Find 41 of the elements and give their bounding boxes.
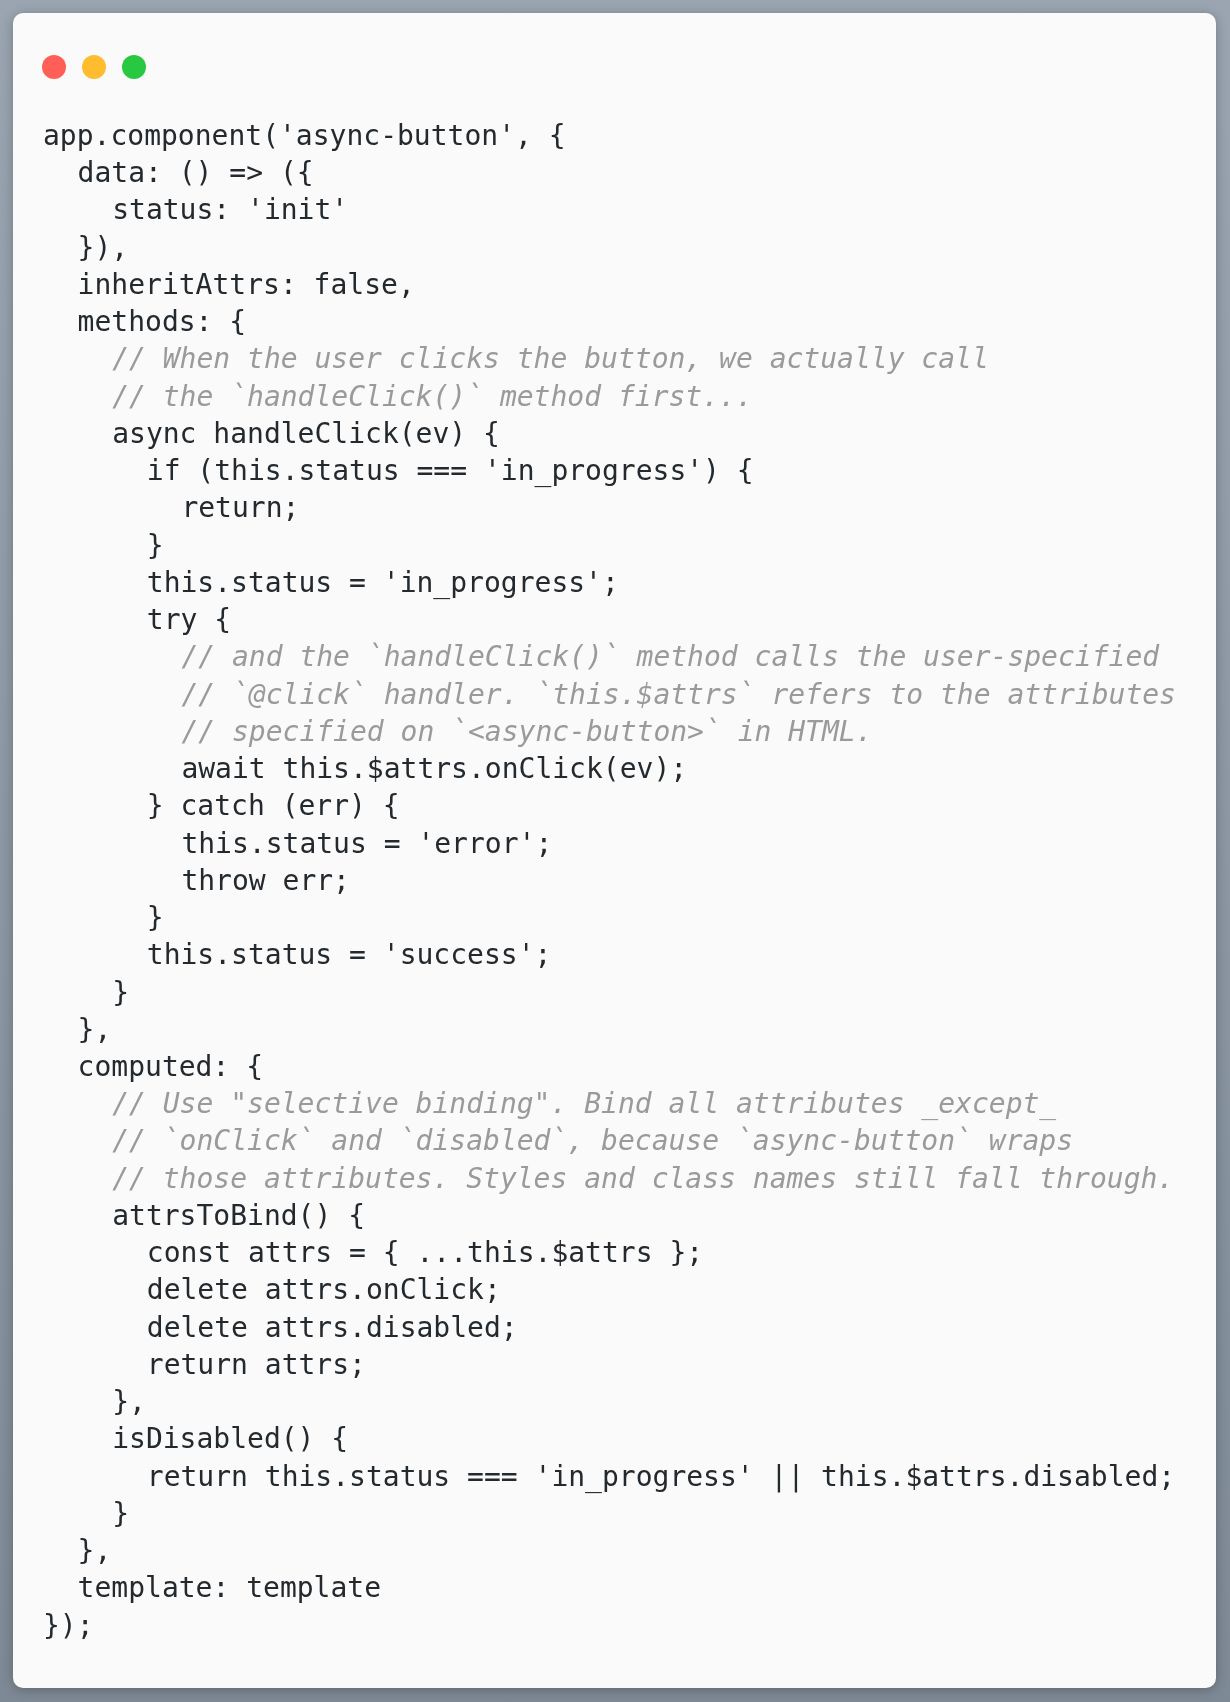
code-line: methods: { [77,304,247,341]
code-line: if (this.status === 'in_progress') { [146,453,754,490]
code-line: }, [77,1533,112,1570]
code-line: this.status = 'success'; [146,937,552,974]
code-line: } [112,1495,130,1532]
code-line: app.component('async-button', { [43,118,566,154]
code-line: async handleClick(ev) { [112,415,500,452]
code-line: inheritAttrs: false, [77,266,415,303]
code-line: computed: { [77,1049,264,1085]
code-comment: // those attributes. Styles and class names still fall through. [112,1160,1175,1197]
code-line: } catch (err) { [146,788,400,825]
code-comment: // specified on `<async-button>` in HTML. [181,713,873,750]
code-comment: // the `handleClick()` method first... [112,378,753,415]
code-line: const attrs = { ...this.$attrs }; [146,1235,704,1272]
code-line: await this.$attrs.onClick(ev); [181,751,688,788]
code-comment: // Use "selective binding". Bind all attributes _except_ [112,1086,1057,1123]
code-line: delete attrs.onClick; [146,1272,501,1309]
code-line: }, [112,1384,146,1421]
code-line: data: () => ({ [77,155,314,192]
code-line: isDisabled() { [112,1421,349,1458]
code-comment: // and the `handleClick()` method calls the user-specified [181,639,1160,676]
code-line: return attrs; [146,1346,366,1383]
code-line: return; [181,490,300,527]
code-line: status: 'init' [112,192,349,229]
code-line: this.status = 'error'; [181,825,553,862]
code-comment: // `onClick` and `disabled`, because `async-button` wraps [112,1123,1074,1160]
code-line: try { [146,602,232,639]
code-line: return this.status === 'in_progress' || this.$attrs.disabled; [146,1458,1176,1495]
code-line: }); [43,1607,94,1644]
code-comment: // `@click` handler. `this.$attrs` refers to the attributes [181,676,1176,713]
code-line: }), [77,229,129,266]
code-line: template: template [77,1570,382,1607]
code-comment: // When the user clicks the button, we actually call [112,341,989,378]
code-line: throw err; [181,862,350,899]
code-line: }, [77,1011,112,1048]
code-line: this.status = 'in_progress'; [146,564,619,601]
code-line: } [146,527,164,564]
code-line: } [112,974,130,1011]
code-line: } [146,900,164,937]
code-line: delete attrs.disabled; [146,1309,518,1346]
code-line: attrsToBind() { [112,1197,366,1234]
